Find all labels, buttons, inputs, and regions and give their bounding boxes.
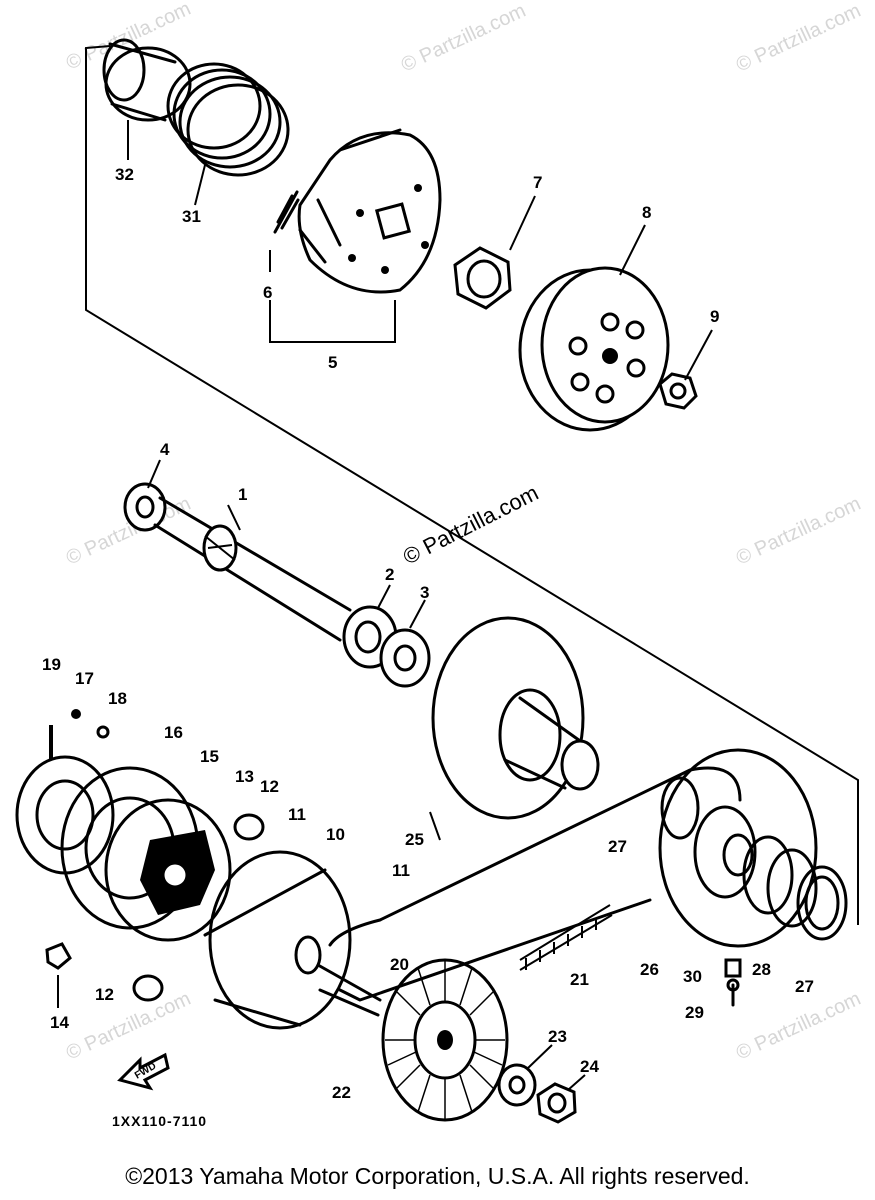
- callout-25: 25: [405, 830, 424, 849]
- callout-29: 29: [685, 1003, 704, 1022]
- callout-21: 21: [570, 970, 589, 989]
- primary-shaft-part: [123, 459, 431, 688]
- clutch-spring-part: [166, 62, 290, 206]
- secondary-sliding-sheave-part: [658, 748, 848, 1007]
- primary-cam-parts: [15, 709, 232, 942]
- callout-28: 28: [752, 960, 771, 979]
- shoe-spring-part: [269, 190, 396, 343]
- clutch-housing-part: [518, 224, 670, 432]
- callout-12: 12: [260, 777, 279, 796]
- callout-26: 26: [640, 960, 659, 979]
- callout-8: 8: [642, 203, 651, 222]
- collar-part: [102, 38, 192, 160]
- watermark: © Partzilla.com: [63, 988, 194, 1065]
- clutch-nut-part: [453, 195, 536, 310]
- callout-27: 27: [608, 837, 627, 856]
- callout-11b: 11: [392, 861, 410, 880]
- callout-24: 24: [580, 1057, 599, 1076]
- sheave-nut-parts: [497, 1044, 586, 1124]
- callout-10: 10: [326, 825, 345, 844]
- callout-11: 11: [288, 805, 306, 824]
- watermark: © Partzilla.com: [733, 988, 864, 1065]
- roller-parts: [45, 813, 265, 1008]
- primary-fixed-sheave-part: [316, 958, 509, 1122]
- secondary-fixed-sheave-part: [429, 616, 600, 841]
- callout-18: 18: [108, 689, 127, 708]
- callout-31: 31: [182, 207, 201, 226]
- callout-7: 7: [533, 173, 542, 192]
- forward-direction-arrow: FWD: [117, 1052, 170, 1091]
- housing-nut-part: [658, 329, 713, 410]
- watermark: © Partzilla.com: [733, 493, 864, 570]
- callout-3: 3: [420, 583, 429, 602]
- callout-5: 5: [328, 353, 337, 372]
- callout-4: 4: [160, 440, 170, 459]
- callout-13: 13: [235, 767, 254, 786]
- callout-2: 2: [385, 565, 394, 584]
- callout-30: 30: [683, 967, 702, 986]
- callout-labels: 1 2 3 4 5 6 7 8 9 10 11 11 12 12 13 14 1…: [42, 165, 814, 1102]
- callout-15: 15: [200, 747, 219, 766]
- watermark-center: © Partzilla.com: [399, 480, 542, 570]
- copyright-footer: ©2013 Yamaha Motor Corporation, U.S.A. A…: [125, 1163, 750, 1189]
- callout-19: 19: [42, 655, 61, 674]
- callout-20: 20: [390, 955, 409, 974]
- callout-14: 14: [50, 1013, 69, 1032]
- assembly-guide-lines: [51, 45, 859, 925]
- watermark: © Partzilla.com: [398, 0, 529, 77]
- callout-32: 32: [115, 165, 134, 184]
- callout-12b: 12: [95, 985, 114, 1004]
- callout-1: 1: [238, 485, 247, 504]
- watermark: © Partzilla.com: [733, 0, 864, 77]
- diagram-part-code: 1XX110-7110: [112, 1113, 208, 1129]
- callout-27b: 27: [795, 977, 814, 996]
- callout-22: 22: [332, 1083, 351, 1102]
- callout-9: 9: [710, 307, 719, 326]
- clutch-carrier-part: [297, 128, 442, 294]
- callout-23: 23: [548, 1027, 567, 1046]
- callout-16: 16: [164, 723, 183, 742]
- primary-sliding-sheave-part: [203, 850, 352, 1030]
- callout-6: 6: [263, 283, 272, 302]
- callout-17: 17: [75, 669, 94, 688]
